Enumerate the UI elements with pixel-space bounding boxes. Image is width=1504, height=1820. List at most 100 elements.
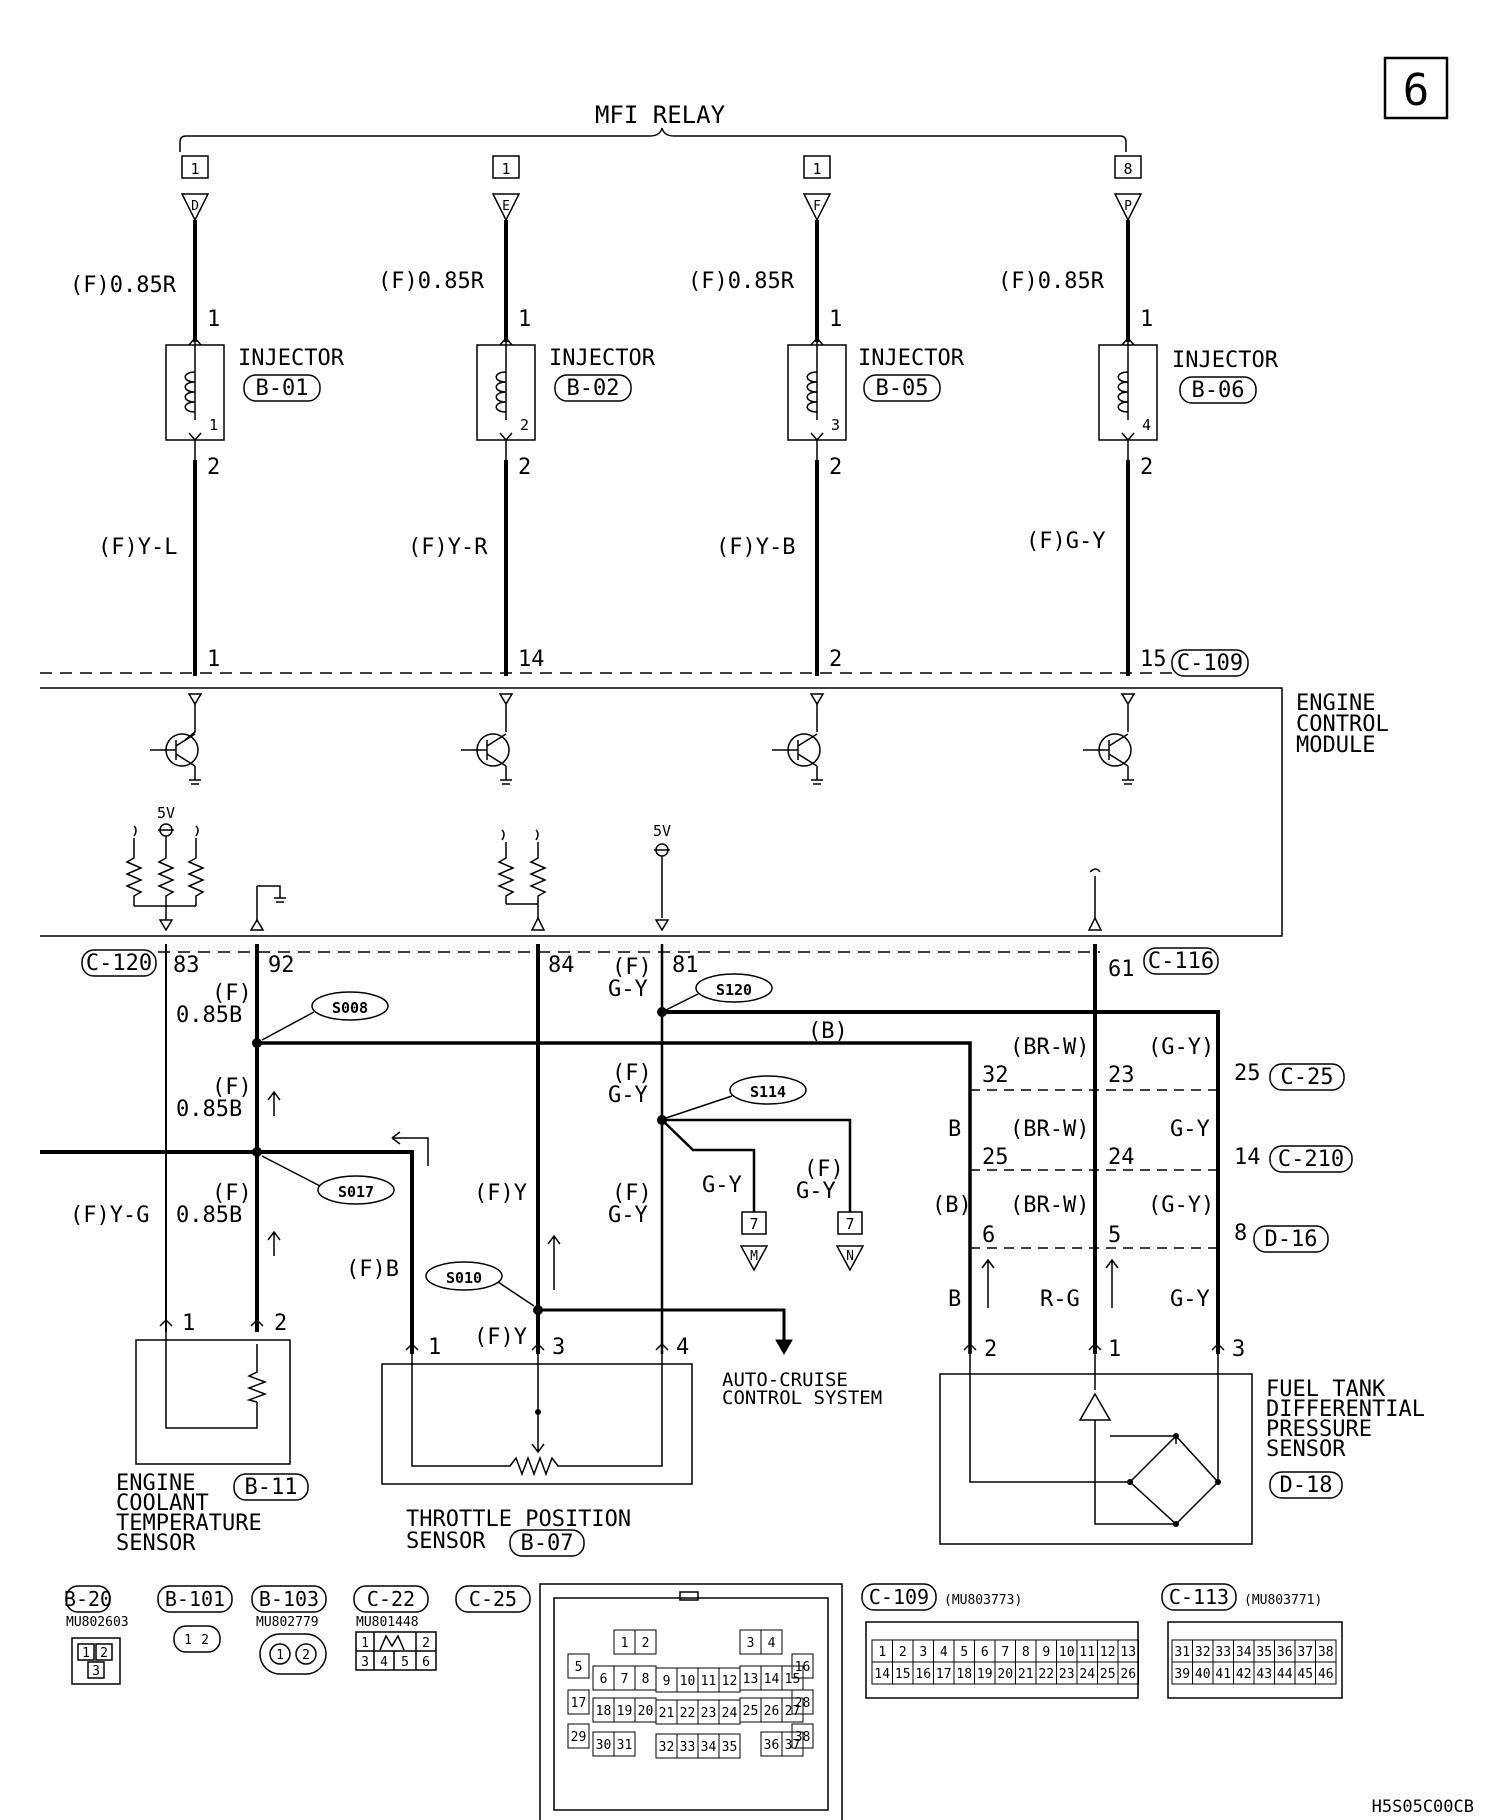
relay-pin: 1 xyxy=(501,160,510,178)
c25-pin-cell xyxy=(791,1653,814,1679)
wire-color-bottom: (F)Y-L xyxy=(98,535,177,560)
wire-b-2: B xyxy=(948,1287,961,1312)
row2-pin-c: 14 xyxy=(1234,1145,1261,1170)
ecm-label-1: ENGINE xyxy=(1296,691,1375,716)
row2-pin-a: 25 xyxy=(982,1145,1009,1170)
c25-pin-label: 7 xyxy=(621,1672,629,1687)
c109-pin-label: 24 xyxy=(1079,1667,1095,1682)
b103-part: MU802779 xyxy=(256,1615,319,1630)
c25-pin-cell xyxy=(634,1629,657,1655)
coil-icon xyxy=(495,371,507,413)
wire-f-1: (F) xyxy=(212,981,252,1006)
c25-pin-label: 32 xyxy=(659,1740,675,1755)
svg-text:M: M xyxy=(750,1249,758,1264)
connector-letter: E xyxy=(502,199,510,214)
c109-pin-label: 25 xyxy=(1100,1667,1116,1682)
c113-pin-label: 31 xyxy=(1174,1645,1190,1660)
wire-color-top: (F)0.85R xyxy=(998,269,1105,294)
pin-bottom: 2 xyxy=(829,455,842,480)
row3-code: D-16 xyxy=(1265,1227,1318,1252)
c25-pin-label: 30 xyxy=(596,1738,612,1753)
injector-code: B-06 xyxy=(1192,378,1245,403)
injector-num: 3 xyxy=(831,416,840,434)
relay-pin: 1 xyxy=(812,160,821,178)
auto-cruise-label-1: AUTO-CRUISE xyxy=(722,1369,848,1391)
c109-part: (MU803773) xyxy=(944,1593,1022,1608)
wire-gy-2: G-Y xyxy=(608,1083,648,1108)
ecm-lower-left-connector: C-120 xyxy=(86,951,152,976)
c25-pin-label: 22 xyxy=(680,1706,696,1721)
c25-pin-label: 19 xyxy=(617,1704,633,1719)
tps-pin4: 4 xyxy=(676,1335,689,1360)
wire-085b-3: 0.85B xyxy=(176,1203,242,1228)
c113-pin-label: 46 xyxy=(1318,1667,1334,1682)
injector-code-box xyxy=(243,374,321,402)
c25-pin-label: 10 xyxy=(680,1674,696,1689)
c109-pin-label: 15 xyxy=(895,1667,911,1682)
injector-column-2: 1 E (F)0.85R 1 2 INJECTOR B-02 2 (F)Y-R … xyxy=(378,155,656,676)
c109-pin-label: 17 xyxy=(936,1667,952,1682)
c109-pin-label: 11 xyxy=(1079,1645,1095,1660)
fuel-label-2: DIFFERENTIAL xyxy=(1266,1397,1425,1422)
ects-label-2: COOLANT xyxy=(116,1491,209,1516)
mfi-relay-brace xyxy=(179,127,1127,152)
c25-pin-label: 38 xyxy=(795,1730,811,1745)
ecm-pin: 1 xyxy=(207,647,220,672)
svg-text:1: 1 xyxy=(361,1636,369,1651)
wire-gy-7: G-Y xyxy=(1170,1287,1210,1312)
wire-gy-1: G-Y xyxy=(608,977,648,1002)
c109-pin-label: 1 xyxy=(878,1645,886,1660)
row3-pin-b: 5 xyxy=(1108,1223,1121,1248)
c113-pin-label: 33 xyxy=(1215,1645,1231,1660)
injector-label: INJECTOR xyxy=(858,346,965,371)
c109-pin-label: 2 xyxy=(899,1645,907,1660)
page-number-box xyxy=(1383,56,1449,120)
relay-pin-box xyxy=(181,155,209,179)
c109-pin-cell xyxy=(1117,1661,1139,1685)
c25-pin-label: 3 xyxy=(747,1636,755,1651)
c25-pin-label: 26 xyxy=(764,1704,780,1719)
c113-pin-cell xyxy=(1315,1661,1337,1685)
b103-view xyxy=(259,1633,327,1675)
injector-num: 1 xyxy=(209,416,218,434)
page-number: 6 xyxy=(1403,65,1430,116)
c25-pin-cell xyxy=(567,1653,590,1679)
svg-text:6: 6 xyxy=(422,1655,430,1670)
wire-f-5: (F) xyxy=(612,1061,652,1086)
row3-pin-a: 6 xyxy=(982,1223,995,1248)
svg-text:3: 3 xyxy=(361,1655,369,1670)
c113-pin-label: 44 xyxy=(1277,1667,1293,1682)
fuel-code: D-18 xyxy=(1280,1473,1333,1498)
c25-pin-label: 34 xyxy=(701,1740,717,1755)
injector-num: 4 xyxy=(1142,416,1151,434)
coil-icon xyxy=(184,371,196,413)
c25-pin-label: 12 xyxy=(722,1674,738,1689)
c25-pin-label: 24 xyxy=(722,1706,738,1721)
tps-label-2: SENSOR xyxy=(406,1529,486,1554)
ects-pin2: 2 xyxy=(274,1311,287,1336)
splice-s114: S114 xyxy=(750,1083,786,1101)
c22-part: MU801448 xyxy=(356,1615,419,1630)
injector-num: 2 xyxy=(520,416,529,434)
pin-bottom: 2 xyxy=(207,455,220,480)
c25-pin-cell xyxy=(760,1629,783,1655)
fuel-label-3: PRESSURE xyxy=(1266,1417,1372,1442)
offpage-connector-n: 7 N xyxy=(835,1211,865,1272)
c109-pin-label: 22 xyxy=(1038,1667,1054,1682)
ecm-pin: 15 xyxy=(1140,647,1167,672)
wire-rg: R-G xyxy=(1040,1287,1080,1312)
c109-pin-label: 16 xyxy=(915,1667,931,1682)
fuel-pin3: 3 xyxy=(1232,1337,1245,1362)
fuel-tank-sensor xyxy=(939,1342,1253,1545)
c109-pin-label: 4 xyxy=(940,1645,948,1660)
coil-icon xyxy=(1117,371,1129,413)
c113-code: C-113 xyxy=(1169,1585,1229,1609)
auto-cruise-label-2: CONTROL SYSTEM xyxy=(722,1387,882,1409)
b20-part: MU802603 xyxy=(66,1615,129,1630)
c25-pin-label: 23 xyxy=(701,1706,717,1721)
c109-pin-label: 20 xyxy=(997,1667,1013,1682)
ects-label-1: ENGINE xyxy=(116,1471,195,1496)
c113-pin-label: 40 xyxy=(1195,1667,1211,1682)
connector-letter: P xyxy=(1124,199,1132,214)
